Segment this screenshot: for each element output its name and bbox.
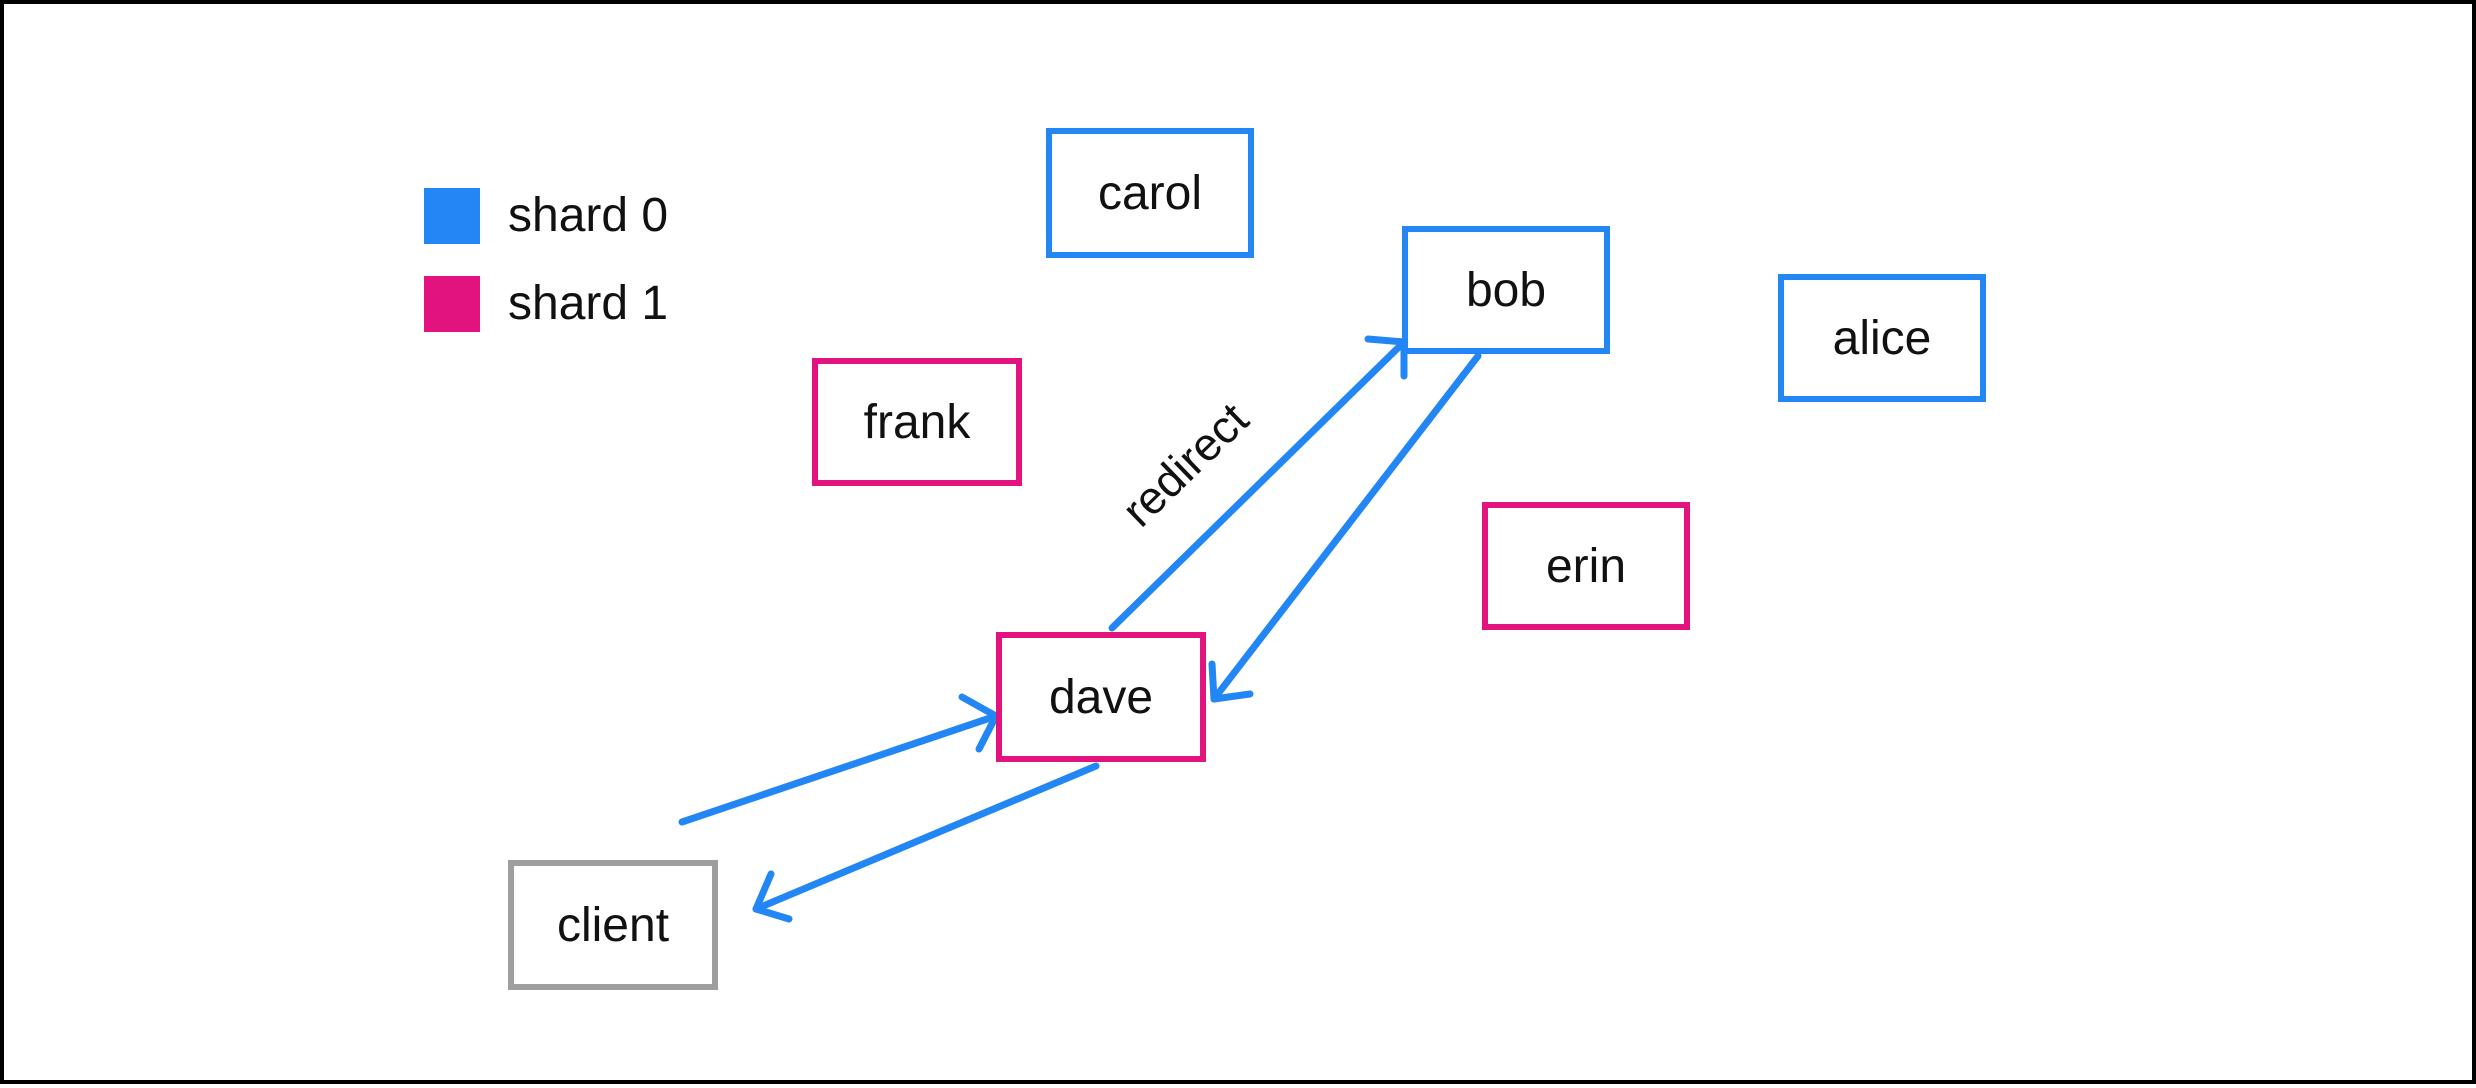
edge-dave-to-client bbox=[752, 762, 1100, 923]
legend-swatch-shard-0 bbox=[424, 188, 480, 244]
node-frank: frank bbox=[812, 358, 1022, 486]
edge-bob-to-dave bbox=[1208, 352, 1482, 703]
node-alice: alice bbox=[1778, 274, 1986, 402]
legend-label-shard-1: shard 1 bbox=[508, 277, 669, 330]
node-client: client bbox=[508, 860, 718, 990]
legend-label-shard-0: shard 0 bbox=[508, 189, 669, 242]
node-bob: bob bbox=[1402, 226, 1610, 354]
edge-client-to-dave bbox=[678, 693, 1000, 826]
edge-dave-to-bob-redirect: redirect bbox=[1108, 335, 1408, 632]
legend-swatch-shard-1 bbox=[424, 276, 480, 332]
node-erin: erin bbox=[1482, 502, 1690, 630]
node-dave: dave bbox=[996, 632, 1206, 762]
edge-label-redirect: redirect bbox=[1112, 392, 1259, 536]
node-carol: carol bbox=[1046, 128, 1254, 258]
